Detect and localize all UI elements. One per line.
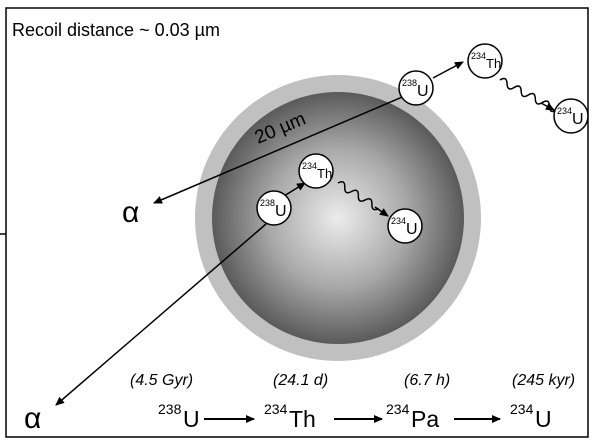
svg-text:234: 234 xyxy=(391,216,406,226)
inner-beta-arrow xyxy=(374,206,389,217)
decay-chain-u234: 234 U xyxy=(510,401,552,432)
svg-text:Th: Th xyxy=(289,406,316,432)
svg-text:234: 234 xyxy=(557,106,572,116)
svg-text:U: U xyxy=(417,83,429,100)
outer-beta-decay-wave xyxy=(499,77,557,113)
outer-beta-arrow xyxy=(540,102,555,111)
alpha-symbol-upper: α xyxy=(122,196,139,229)
inner-recoil-arrow xyxy=(283,182,306,197)
inner-beta-decay-wave xyxy=(337,181,380,211)
lower-alpha-arrow xyxy=(55,223,267,406)
svg-text:238: 238 xyxy=(402,78,417,88)
svg-text:U: U xyxy=(572,111,584,128)
half-life-u234: (245 kyr) xyxy=(512,372,575,389)
upper-alpha-arrow xyxy=(153,91,415,204)
outer-recoil-arrow xyxy=(432,61,464,79)
half-life-pa234: (6.7 h) xyxy=(404,372,450,389)
inner-u238-nucleus: 238 U xyxy=(256,190,292,226)
alpha-symbol-lower: α xyxy=(24,402,41,435)
decay-chain-th234: 234 Th xyxy=(264,401,316,432)
outer-u238-nucleus: 238 U xyxy=(398,70,434,106)
svg-text:U: U xyxy=(535,406,552,432)
inner-th234-nucleus: 234 Th xyxy=(298,153,334,189)
svg-text:U: U xyxy=(183,406,200,432)
svg-text:Pa: Pa xyxy=(411,406,439,432)
figure-frame xyxy=(5,7,589,438)
svg-text:Th: Th xyxy=(317,166,332,181)
svg-text:234: 234 xyxy=(510,401,534,417)
svg-text:234: 234 xyxy=(386,401,410,417)
decay-chain-pa234: 234 Pa xyxy=(386,401,439,432)
svg-text:234: 234 xyxy=(264,401,288,417)
svg-text:Th: Th xyxy=(486,56,501,71)
inner-u234-nucleus: 234 U xyxy=(387,208,423,244)
svg-text:234: 234 xyxy=(471,51,486,61)
svg-text:238: 238 xyxy=(260,198,275,208)
grain-core xyxy=(212,92,464,344)
outer-th234-nucleus: 234 Th xyxy=(467,43,503,79)
half-life-u238: (4.5 Gyr) xyxy=(130,372,193,389)
svg-text:U: U xyxy=(275,203,287,220)
decay-chain-u238: 238 U xyxy=(158,401,200,432)
svg-text:U: U xyxy=(406,221,418,238)
svg-text:238: 238 xyxy=(158,401,182,417)
recoil-distance-label: Recoil distance ~ 0.03 µm xyxy=(12,20,220,40)
svg-text:234: 234 xyxy=(302,161,317,171)
half-life-th234: (24.1 d) xyxy=(273,372,328,389)
outer-u234-nucleus: 234 U xyxy=(553,98,589,134)
